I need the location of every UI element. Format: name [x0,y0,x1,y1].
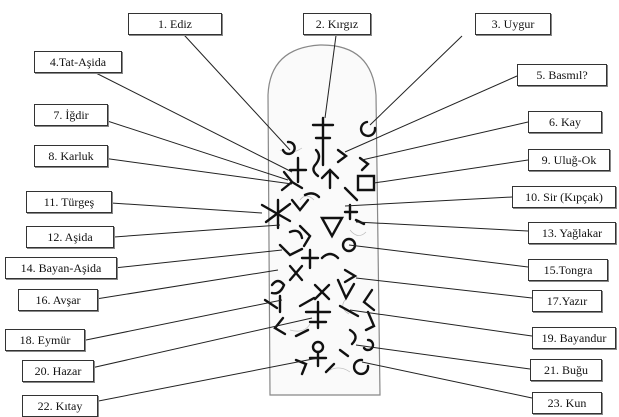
label-uygur: 3. Uygur [475,13,551,35]
label-hazar: 20. Hazar [22,360,94,382]
label-tongra: 15.Tongra [528,259,608,281]
label-bayandur: 19. Bayandur [532,327,616,349]
leader-lines [77,23,533,406]
label-turges: 11. Türgeş [26,191,112,213]
label-avsar: 16. Avşar [18,289,98,311]
label-kirgiz: 2. Kırgız [303,13,371,35]
label-kitay: 22. Kıtay [22,395,98,417]
label-karluk: 8. Karluk [34,145,108,167]
label-bayan-asida: 14. Bayan-Aşida [5,257,117,279]
label-kay: 6. Kay [528,111,602,133]
label-igdir: 7. İğdir [34,104,108,126]
label-ulug-ok: 9. Uluğ-Ok [528,149,610,171]
label-tat-asida: 4.Tat-Aşida [34,51,122,73]
label-ediz: 1. Ediz [128,13,222,35]
label-asida: 12. Aşida [26,226,114,248]
label-yaglakar: 13. Yağlakar [528,222,616,244]
label-kun: 23. Kun [532,392,602,414]
label-basmil: 5. Basmıl? [517,64,607,86]
label-sir-kipcak: 10. Sir (Kıpçak) [512,186,616,208]
label-yazir: 17.Yazır [532,290,602,312]
label-eymur: 18. Eymür [5,329,85,351]
label-bugu: 21. Buğu [530,359,602,381]
tamga-symbols [260,116,377,376]
